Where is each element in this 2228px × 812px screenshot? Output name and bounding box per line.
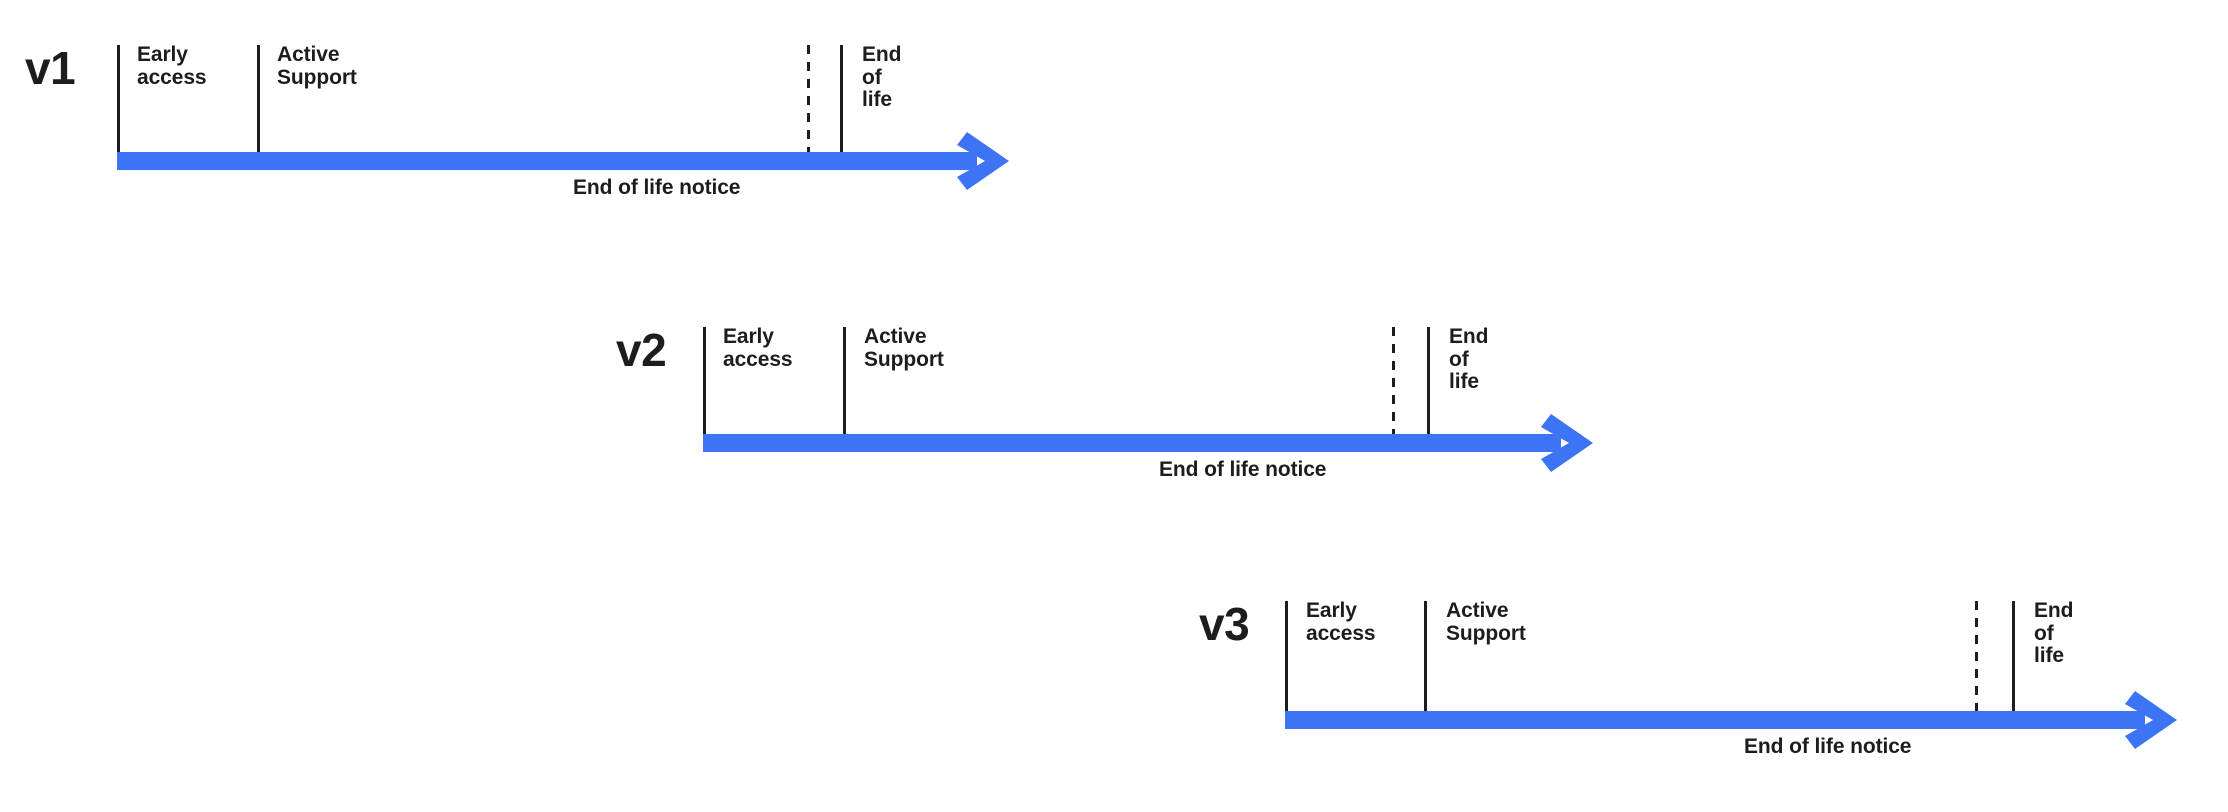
phase-divider-end-of-life-start-v1	[840, 45, 843, 152]
support-bar-v3	[1285, 711, 2145, 729]
phase-divider-early-access-start-v1	[117, 45, 120, 152]
phase-divider-early-access-start-v3	[1285, 601, 1288, 711]
phase-label-end-of-life-v3: End of life	[2034, 599, 2074, 668]
phase-divider-active-support-start-v3	[1424, 601, 1427, 711]
version-label-v2: v2	[616, 324, 667, 376]
notice-label-v3: End of life notice	[1744, 735, 1912, 758]
phase-label-end-of-life-v2: End of life	[1449, 325, 1489, 394]
version-label-v1: v1	[25, 42, 76, 94]
phase-divider-active-support-start-v1	[257, 45, 260, 152]
support-bar-v2	[703, 434, 1561, 452]
end-of-life-notice-marker-v1	[807, 45, 810, 152]
phase-divider-active-support-start-v2	[843, 327, 846, 434]
phase-divider-early-access-start-v2	[703, 327, 706, 434]
notice-label-v1: End of life notice	[573, 176, 741, 199]
end-of-life-notice-marker-v3	[1975, 601, 1978, 711]
notice-label-v2: End of life notice	[1159, 458, 1327, 481]
support-bar-v1	[117, 152, 977, 170]
arrow-right-icon-v1	[957, 132, 1009, 190]
phase-label-active-support-v1: Active Support	[277, 43, 357, 89]
phase-label-early-access-v1: Early access	[137, 43, 207, 89]
version-label-v3: v3	[1199, 598, 1250, 650]
phase-label-active-support-v3: Active Support	[1446, 599, 1526, 645]
phase-label-early-access-v2: Early access	[723, 325, 793, 371]
end-of-life-notice-marker-v2	[1392, 327, 1395, 434]
phase-divider-end-of-life-start-v2	[1427, 327, 1430, 434]
phase-label-early-access-v3: Early access	[1306, 599, 1376, 645]
phase-label-end-of-life-v1: End of life	[862, 43, 902, 112]
phase-label-active-support-v2: Active Support	[864, 325, 944, 371]
arrow-right-icon-v3	[2125, 691, 2177, 749]
phase-divider-end-of-life-start-v3	[2012, 601, 2015, 711]
arrow-right-icon-v2	[1541, 414, 1593, 472]
